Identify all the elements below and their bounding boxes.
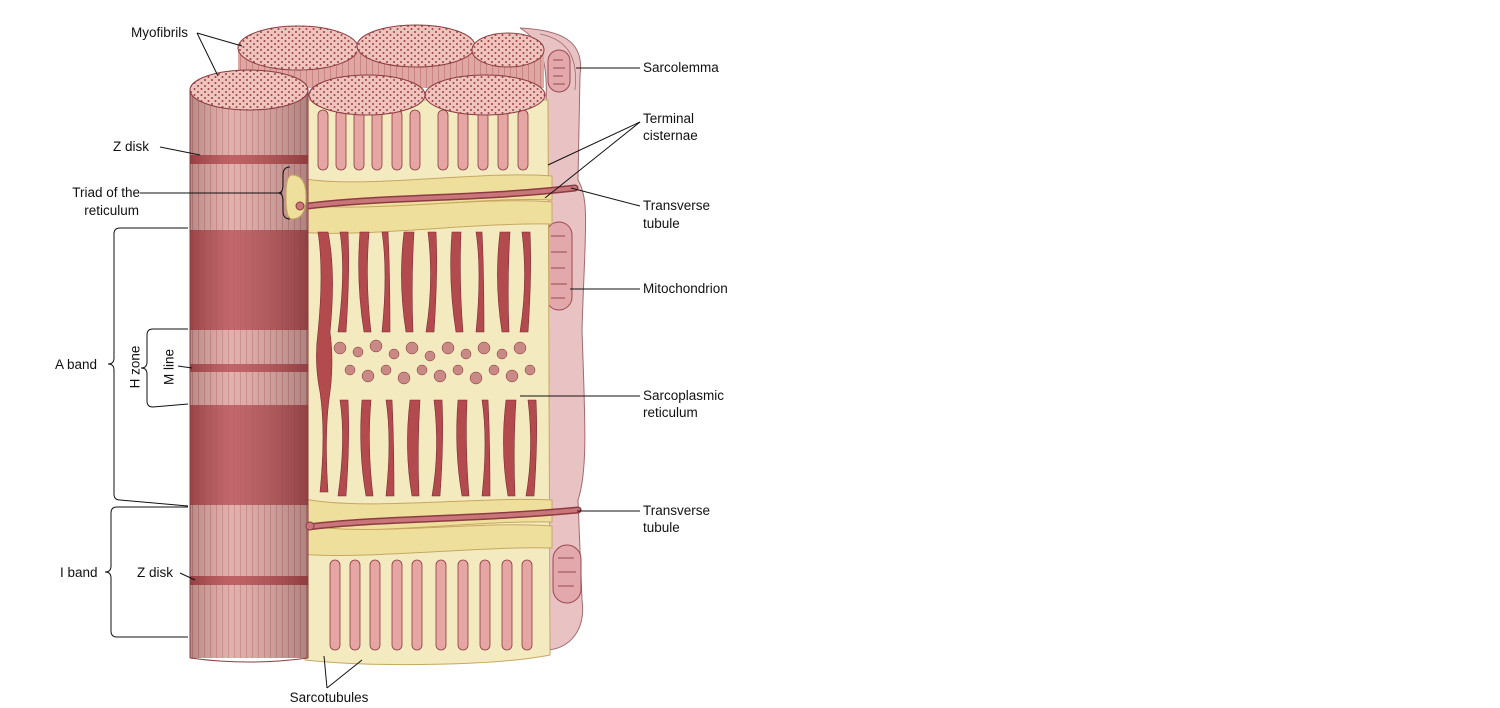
mitochondrion-top xyxy=(547,49,571,93)
label-mitochondrion: Mitochondrion xyxy=(643,281,728,296)
myofibril-front-right xyxy=(424,74,546,116)
h-zone-fenestrations xyxy=(333,339,536,385)
transverse-tubule-top xyxy=(296,184,579,211)
label-transverse-bottom-line1: Transverse xyxy=(643,503,710,518)
myofibril-front-middle xyxy=(308,74,426,116)
mitochondrion-middle xyxy=(545,221,573,311)
label-transverse-top-line2: tubule xyxy=(643,216,680,231)
label-myofibrils: Myofibrils xyxy=(131,25,188,40)
label-h-zone: H zone xyxy=(128,346,143,389)
sarcoplasmic-reticulum xyxy=(299,99,553,666)
label-z-disk-bottom: Z disk xyxy=(137,565,173,580)
leaders xyxy=(104,32,641,689)
mitochondrion-bottom xyxy=(552,544,582,604)
label-sarcotubules: Sarcotubules xyxy=(290,690,369,705)
label-m-line: M line xyxy=(162,349,177,385)
label-terminal-line1: Terminal xyxy=(643,111,694,126)
label-sarcolemma: Sarcolemma xyxy=(643,60,719,75)
upper-sarcotubules xyxy=(317,109,529,171)
lower-sarcotubules xyxy=(329,559,533,651)
label-z-disk-top: Z disk xyxy=(113,139,149,154)
label-a-band: A band xyxy=(55,357,97,372)
label-i-band: I band xyxy=(60,565,98,580)
label-transverse-bottom-line2: tubule xyxy=(643,520,680,535)
transverse-tubule-bottom xyxy=(304,506,582,531)
myofibril-front-left xyxy=(189,69,309,663)
label-triad-line1: Triad of the xyxy=(72,185,140,200)
a-band-tubules xyxy=(316,231,537,497)
triad-cisterna xyxy=(285,174,315,531)
label-sarcoplasmic-line2: reticulum xyxy=(643,405,698,420)
label-sarcoplasmic-line1: Sarcoplasmic xyxy=(643,388,724,403)
label-triad-line2: reticulum xyxy=(84,203,139,218)
label-transverse-top-line1: Transverse xyxy=(643,198,710,213)
label-terminal-line2: cisternae xyxy=(643,128,698,143)
